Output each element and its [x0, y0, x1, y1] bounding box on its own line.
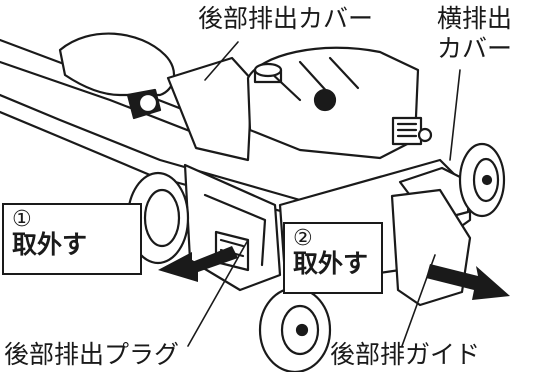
arrow-remove-plug: [158, 246, 238, 282]
wheel-rear-left: [126, 171, 190, 265]
step-action-2: 取外す: [293, 249, 369, 278]
label-rear-discharge-guide: 後部排ガイド: [330, 340, 481, 369]
step-callout-2: ② 取外す: [283, 222, 383, 294]
label-side-discharge-cover-line1: 横排出: [437, 4, 513, 33]
label-rear-discharge-cover: 後部排出カバー: [198, 4, 374, 33]
step-action-1: 取外す: [12, 230, 88, 259]
label-side-discharge-cover-line2: カバー: [437, 34, 513, 63]
wheel-rear-right: [458, 142, 506, 218]
engine: [246, 46, 433, 160]
step-number-2: ②: [293, 226, 313, 251]
wheel-front-left: [258, 286, 332, 372]
step-callout-1: ① 取外す: [2, 203, 142, 275]
arrow-remove-guide: [426, 264, 510, 300]
hand: [58, 32, 176, 97]
label-rear-discharge-plug: 後部排出プラグ: [4, 340, 180, 369]
handle-knob: [126, 88, 162, 120]
step-number-1: ①: [12, 207, 32, 232]
